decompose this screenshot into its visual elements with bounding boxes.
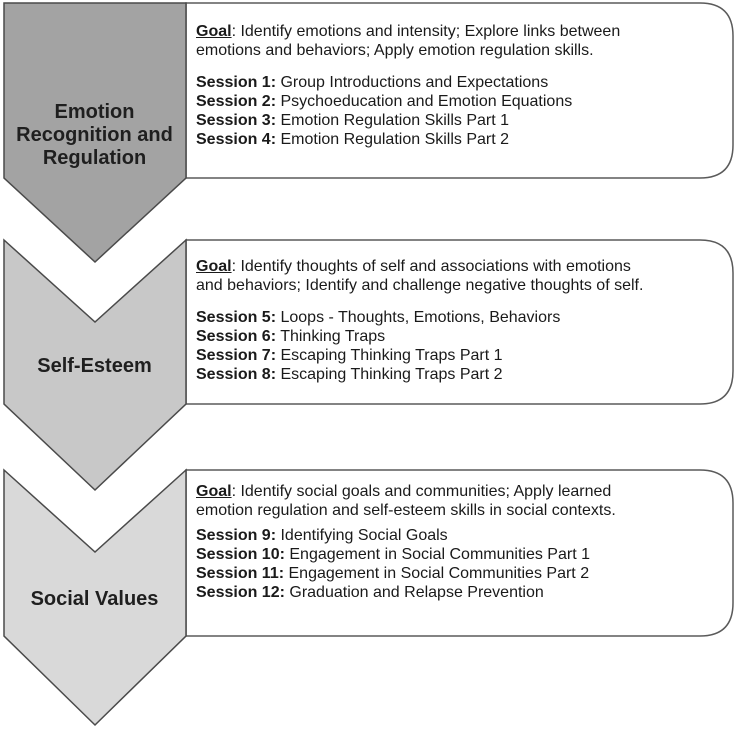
session-title: Emotion Regulation Skills Part 2 (276, 131, 510, 148)
goal-label: Goal (196, 23, 232, 40)
session-item: Session 7: Escaping Thinking Traps Part … (196, 346, 721, 365)
goal-text: emotions and behaviors; Apply emotion re… (196, 42, 594, 59)
session-item: Session 4: Emotion Regulation Skills Par… (196, 130, 721, 149)
session-title: Group Introductions and Expectations (276, 74, 549, 91)
stage-1-title-line: Emotion (54, 101, 135, 123)
stage-1-title: Emotion Recognition and Regulation (4, 101, 185, 170)
stage-1-chevron (3, 2, 187, 264)
session-title: Identifying Social Goals (276, 527, 448, 544)
session-item: Session 9: Identifying Social Goals (196, 526, 721, 545)
session-item: Session 11: Engagement in Social Communi… (196, 564, 721, 583)
stage-1-title-line: Regulation (42, 147, 147, 169)
session-item: Session 12: Graduation and Relapse Preve… (196, 583, 721, 602)
session-title: Graduation and Relapse Prevention (284, 584, 544, 601)
session-title: Loops - Thoughts, Emotions, Behaviors (276, 309, 561, 326)
stage-2-title: Self-Esteem (4, 355, 185, 378)
session-item: Session 5: Loops - Thoughts, Emotions, B… (196, 308, 721, 327)
goal-label: Goal (196, 258, 232, 275)
session-item: Session 8: Escaping Thinking Traps Part … (196, 365, 721, 384)
session-label: Session 4: (196, 131, 277, 148)
stage-2-chevron (3, 238, 187, 492)
goal-text: : Identify thoughts of self and associat… (231, 258, 631, 275)
session-label: Session 2: (196, 93, 277, 110)
stage-2-box (185, 239, 734, 405)
session-label: Session 3: (196, 112, 277, 129)
goal-label: Goal (196, 483, 232, 500)
stage-3-title: Social Values (4, 588, 185, 611)
session-title: Engagement in Social Communities Part 1 (284, 546, 590, 563)
session-label: Session 10: (196, 546, 285, 563)
goal-text: and behaviors; Identify and challenge ne… (196, 277, 644, 294)
stage-3-goal: Goal: Identify social goals and communit… (196, 482, 721, 520)
stage-3-box (185, 469, 734, 637)
session-item: Session 1: Group Introductions and Expec… (196, 73, 721, 92)
session-title: Escaping Thinking Traps Part 1 (276, 347, 503, 364)
session-label: Session 12: (196, 584, 285, 601)
session-item: Session 6: Thinking Traps (196, 327, 721, 346)
stage-1-title-line: Recognition and (16, 124, 173, 146)
session-item: Session 10: Engagement in Social Communi… (196, 545, 721, 564)
stage-1-content: Goal: Identify emotions and intensity; E… (196, 22, 721, 149)
session-label: Session 7: (196, 347, 277, 364)
stage-3-content: Goal: Identify social goals and communit… (196, 482, 721, 602)
stage-3-chevron (3, 468, 187, 727)
stage-1-box (185, 2, 734, 179)
session-label: Session 8: (196, 366, 277, 383)
stage-2-title-line: Self-Esteem (37, 355, 152, 377)
session-label: Session 5: (196, 309, 277, 326)
stage-2-goal: Goal: Identify thoughts of self and asso… (196, 257, 721, 295)
session-label: Session 1: (196, 74, 277, 91)
goal-text: : Identify social goals and communities;… (231, 483, 612, 500)
session-title: Engagement in Social Communities Part 2 (284, 565, 590, 582)
session-label: Session 9: (196, 527, 277, 544)
goal-text: emotion regulation and self-esteem skill… (196, 502, 616, 519)
stage-3-title-line: Social Values (30, 588, 159, 610)
session-title: Emotion Regulation Skills Part 1 (276, 112, 510, 129)
session-title: Psychoeducation and Emotion Equations (276, 93, 573, 110)
stage-2-content: Goal: Identify thoughts of self and asso… (196, 257, 721, 384)
session-item: Session 2: Psychoeducation and Emotion E… (196, 92, 721, 111)
session-item: Session 3: Emotion Regulation Skills Par… (196, 111, 721, 130)
session-label: Session 11: (196, 565, 285, 582)
stage-1-goal: Goal: Identify emotions and intensity; E… (196, 22, 721, 60)
session-title: Thinking Traps (276, 328, 386, 345)
goal-text: : Identify emotions and intensity; Explo… (231, 23, 621, 40)
session-title: Escaping Thinking Traps Part 2 (276, 366, 503, 383)
session-label: Session 6: (196, 328, 277, 345)
